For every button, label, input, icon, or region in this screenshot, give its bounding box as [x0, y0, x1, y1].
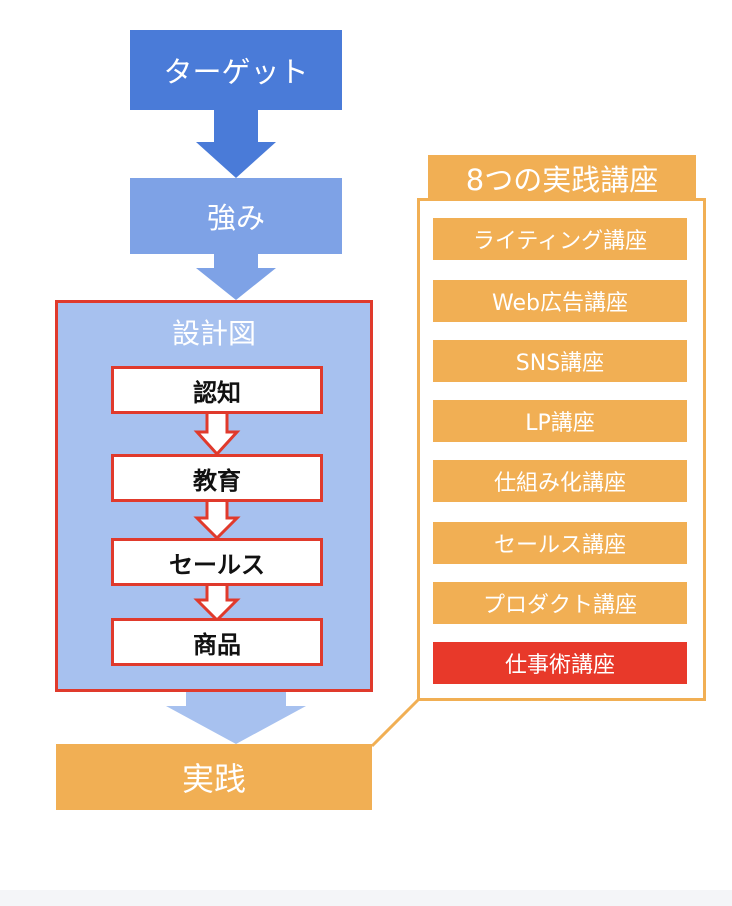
down-arrow-icon — [196, 110, 276, 178]
target-label: ターゲット — [163, 55, 309, 89]
course-panel-title: 8つの実践講座 — [428, 155, 696, 200]
course-item: LP講座 — [433, 400, 687, 442]
target-box: ターゲット — [130, 30, 342, 110]
practice-box: 実践 — [56, 744, 372, 810]
blueprint-step: セールス — [111, 538, 323, 586]
course-item: ライティング講座 — [433, 218, 687, 260]
course-item: プロダクト講座 — [433, 582, 687, 624]
blueprint-step: 商品 — [111, 618, 323, 666]
down-arrow-icon — [193, 498, 241, 541]
step-label: セールス — [169, 550, 265, 579]
course-item: セールス講座 — [433, 522, 687, 564]
step-label: 商品 — [193, 630, 241, 659]
course-item: Web広告講座 — [433, 280, 687, 322]
course-label: 仕事術講座 — [504, 653, 615, 678]
step-label: 教育 — [193, 466, 241, 495]
down-arrow-icon — [166, 692, 306, 744]
strength-label: 強み — [206, 201, 265, 235]
course-item: 仕組み化講座 — [433, 460, 687, 502]
course-label: Web広告講座 — [492, 291, 628, 316]
course-item-highlighted: 仕事術講座 — [433, 642, 687, 684]
course-label: 仕組み化講座 — [493, 471, 626, 496]
course-label: SNS講座 — [515, 351, 605, 376]
course-label: ライティング講座 — [472, 229, 648, 254]
bottom-strip — [0, 890, 732, 906]
blueprint-title: 設計図 — [171, 317, 256, 350]
down-arrow-icon — [193, 410, 241, 457]
blueprint-step: 認知 — [111, 366, 323, 414]
down-arrow-icon — [193, 582, 241, 623]
course-label: セールス講座 — [493, 533, 626, 558]
course-item: SNS講座 — [433, 340, 687, 382]
course-panel — [417, 198, 706, 701]
step-label: 認知 — [193, 378, 241, 407]
course-label: プロダクト講座 — [482, 593, 637, 618]
practice-label: 実践 — [181, 760, 246, 798]
down-arrow-icon — [196, 254, 276, 300]
blueprint-step: 教育 — [111, 454, 323, 502]
strength-box: 強み — [130, 178, 342, 254]
course-label: LP講座 — [525, 411, 595, 436]
